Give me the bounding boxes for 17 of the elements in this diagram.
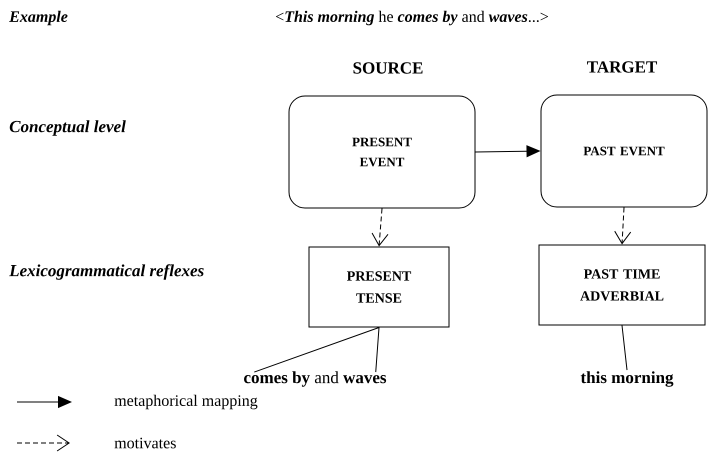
arrow <box>254 327 380 373</box>
example-sentence: <This morning he comes by and waves...> <box>276 10 548 26</box>
row-label: Lexicogrammatical reflexes <box>9 264 204 280</box>
arrow <box>372 208 388 246</box>
legend-text: motivates <box>114 438 176 448</box>
example-phrase: this morning <box>580 371 674 387</box>
column-heading: SOURCE <box>354 62 423 74</box>
grammar-box: PRESENT TENSE <box>308 246 450 328</box>
concept-box: PRESENT EVENT <box>288 96 476 208</box>
example-phrase: comes by and waves <box>244 371 386 387</box>
row-label: Conceptual level <box>10 120 126 136</box>
legend-text: metaphorical mapping <box>114 394 258 410</box>
concept-box: PAST EVENT <box>540 94 708 208</box>
row-label: Example <box>9 10 68 26</box>
column-heading: TARGET <box>587 61 658 73</box>
arrow <box>614 207 632 244</box>
grammar-box: PAST TIME ADVERBIAL <box>538 244 706 326</box>
